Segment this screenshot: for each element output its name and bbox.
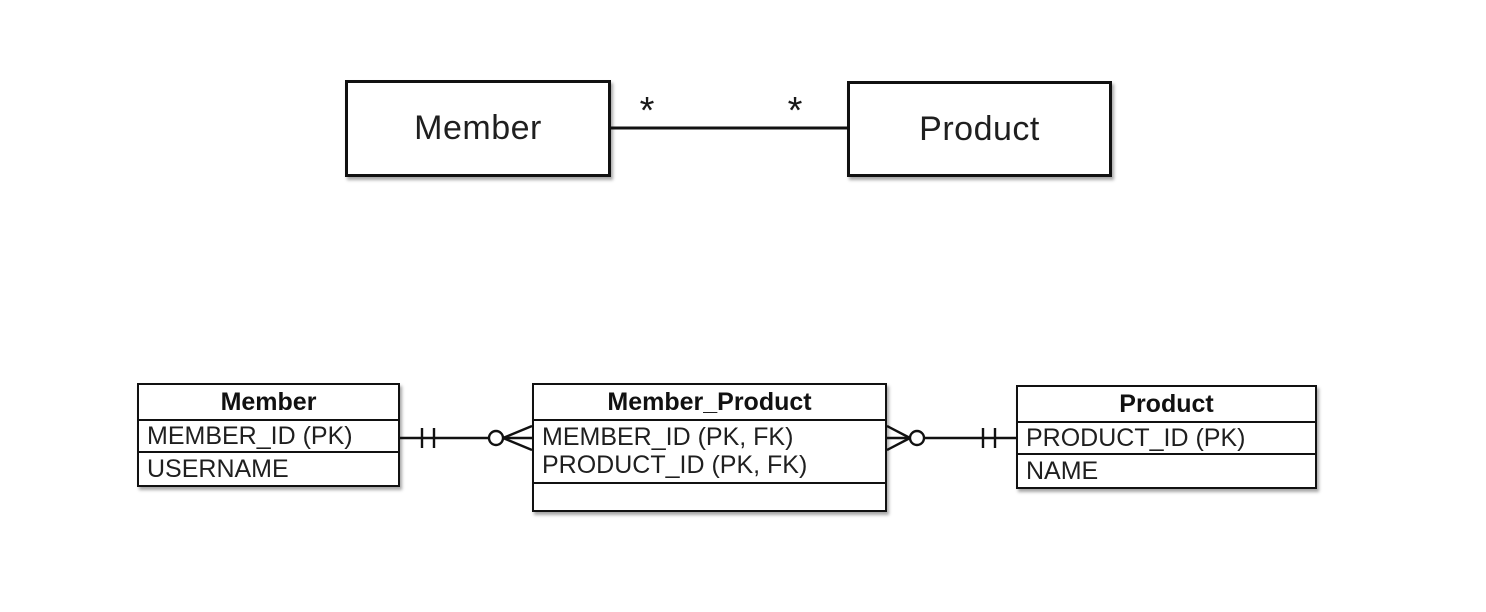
erd-column-username: USERNAME	[147, 454, 289, 483]
uml-class-member-label: Member	[414, 109, 542, 147]
erd-table-product: Product PRODUCT_ID (PK) NAME	[1016, 385, 1317, 489]
erd-column-name: NAME	[1026, 456, 1099, 485]
erd-table-member-product-empty-compartment	[534, 484, 885, 510]
uml-class-member: Member	[345, 80, 611, 177]
cardinality-zero-or-many-icon	[886, 424, 926, 452]
cardinality-one-and-only-one-icon	[981, 428, 997, 448]
erd-table-product-title: Product	[1018, 387, 1315, 423]
cardinality-zero-or-many-icon	[487, 424, 533, 452]
connector-junction-to-product	[886, 424, 1016, 452]
erd-table-member-product: Member_Product MEMBER_ID (PK, FK) PRODUC…	[532, 383, 887, 512]
erd-table-member-product-title: Member_Product	[534, 385, 885, 421]
multiplicity-label-product-side: *	[787, 90, 803, 132]
connector-member-to-junction	[400, 424, 533, 452]
multiplicity-label-member-side: *	[639, 90, 655, 132]
erd-column-product-id-pk: PRODUCT_ID (PK)	[1018, 423, 1315, 455]
erd-table-member-product-columns: MEMBER_ID (PK, FK) PRODUCT_ID (PK, FK)	[534, 421, 885, 484]
cardinality-one-and-only-one-icon	[420, 428, 436, 448]
uml-class-product: Product	[847, 81, 1112, 177]
erd-column-member-id-pk-fk: MEMBER_ID (PK, FK)	[542, 422, 794, 451]
erd-column-member-id-pk: MEMBER_ID (PK)	[139, 421, 398, 453]
erd-table-member: Member MEMBER_ID (PK) USERNAME	[137, 383, 400, 487]
uml-class-product-label: Product	[919, 109, 1040, 148]
erd-column-product-id-pk-fk: PRODUCT_ID (PK, FK)	[542, 450, 808, 479]
erd-table-member-title: Member	[139, 385, 398, 421]
